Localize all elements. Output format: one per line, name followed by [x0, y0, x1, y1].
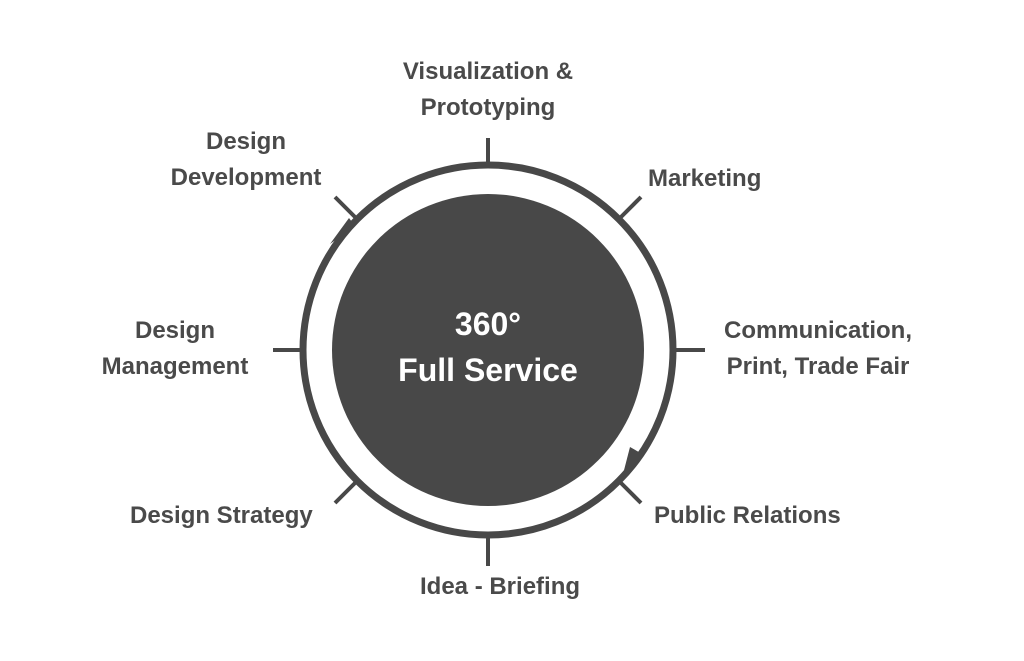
tick-top-right: [616, 195, 643, 222]
arrow-head-icon: [330, 218, 355, 244]
stage-label-marketing: Marketing: [648, 165, 762, 192]
center-subtitle: Full Service: [398, 352, 578, 388]
tick-bottom-left: [333, 478, 360, 505]
stage-label-visualization: Visualization & Prototyping: [402, 58, 574, 121]
stage-label-design-strategy: Design Strategy: [130, 502, 313, 529]
arrow-head-icon: [622, 447, 644, 478]
stage-label-design-management: Design Management: [101, 317, 249, 380]
stage-label-idea-briefing: Idea - Briefing: [420, 573, 581, 600]
stage-label-communication: Communication, Print, Trade Fair: [723, 317, 912, 380]
tick-bottom-right: [616, 478, 643, 505]
tick-top-left: [333, 195, 360, 222]
center-disc: [332, 194, 644, 506]
stage-label-design-development: Design Development: [170, 128, 322, 191]
center-title: 360°: [454, 306, 522, 342]
stage-label-public-relations: Public Relations: [654, 502, 841, 529]
